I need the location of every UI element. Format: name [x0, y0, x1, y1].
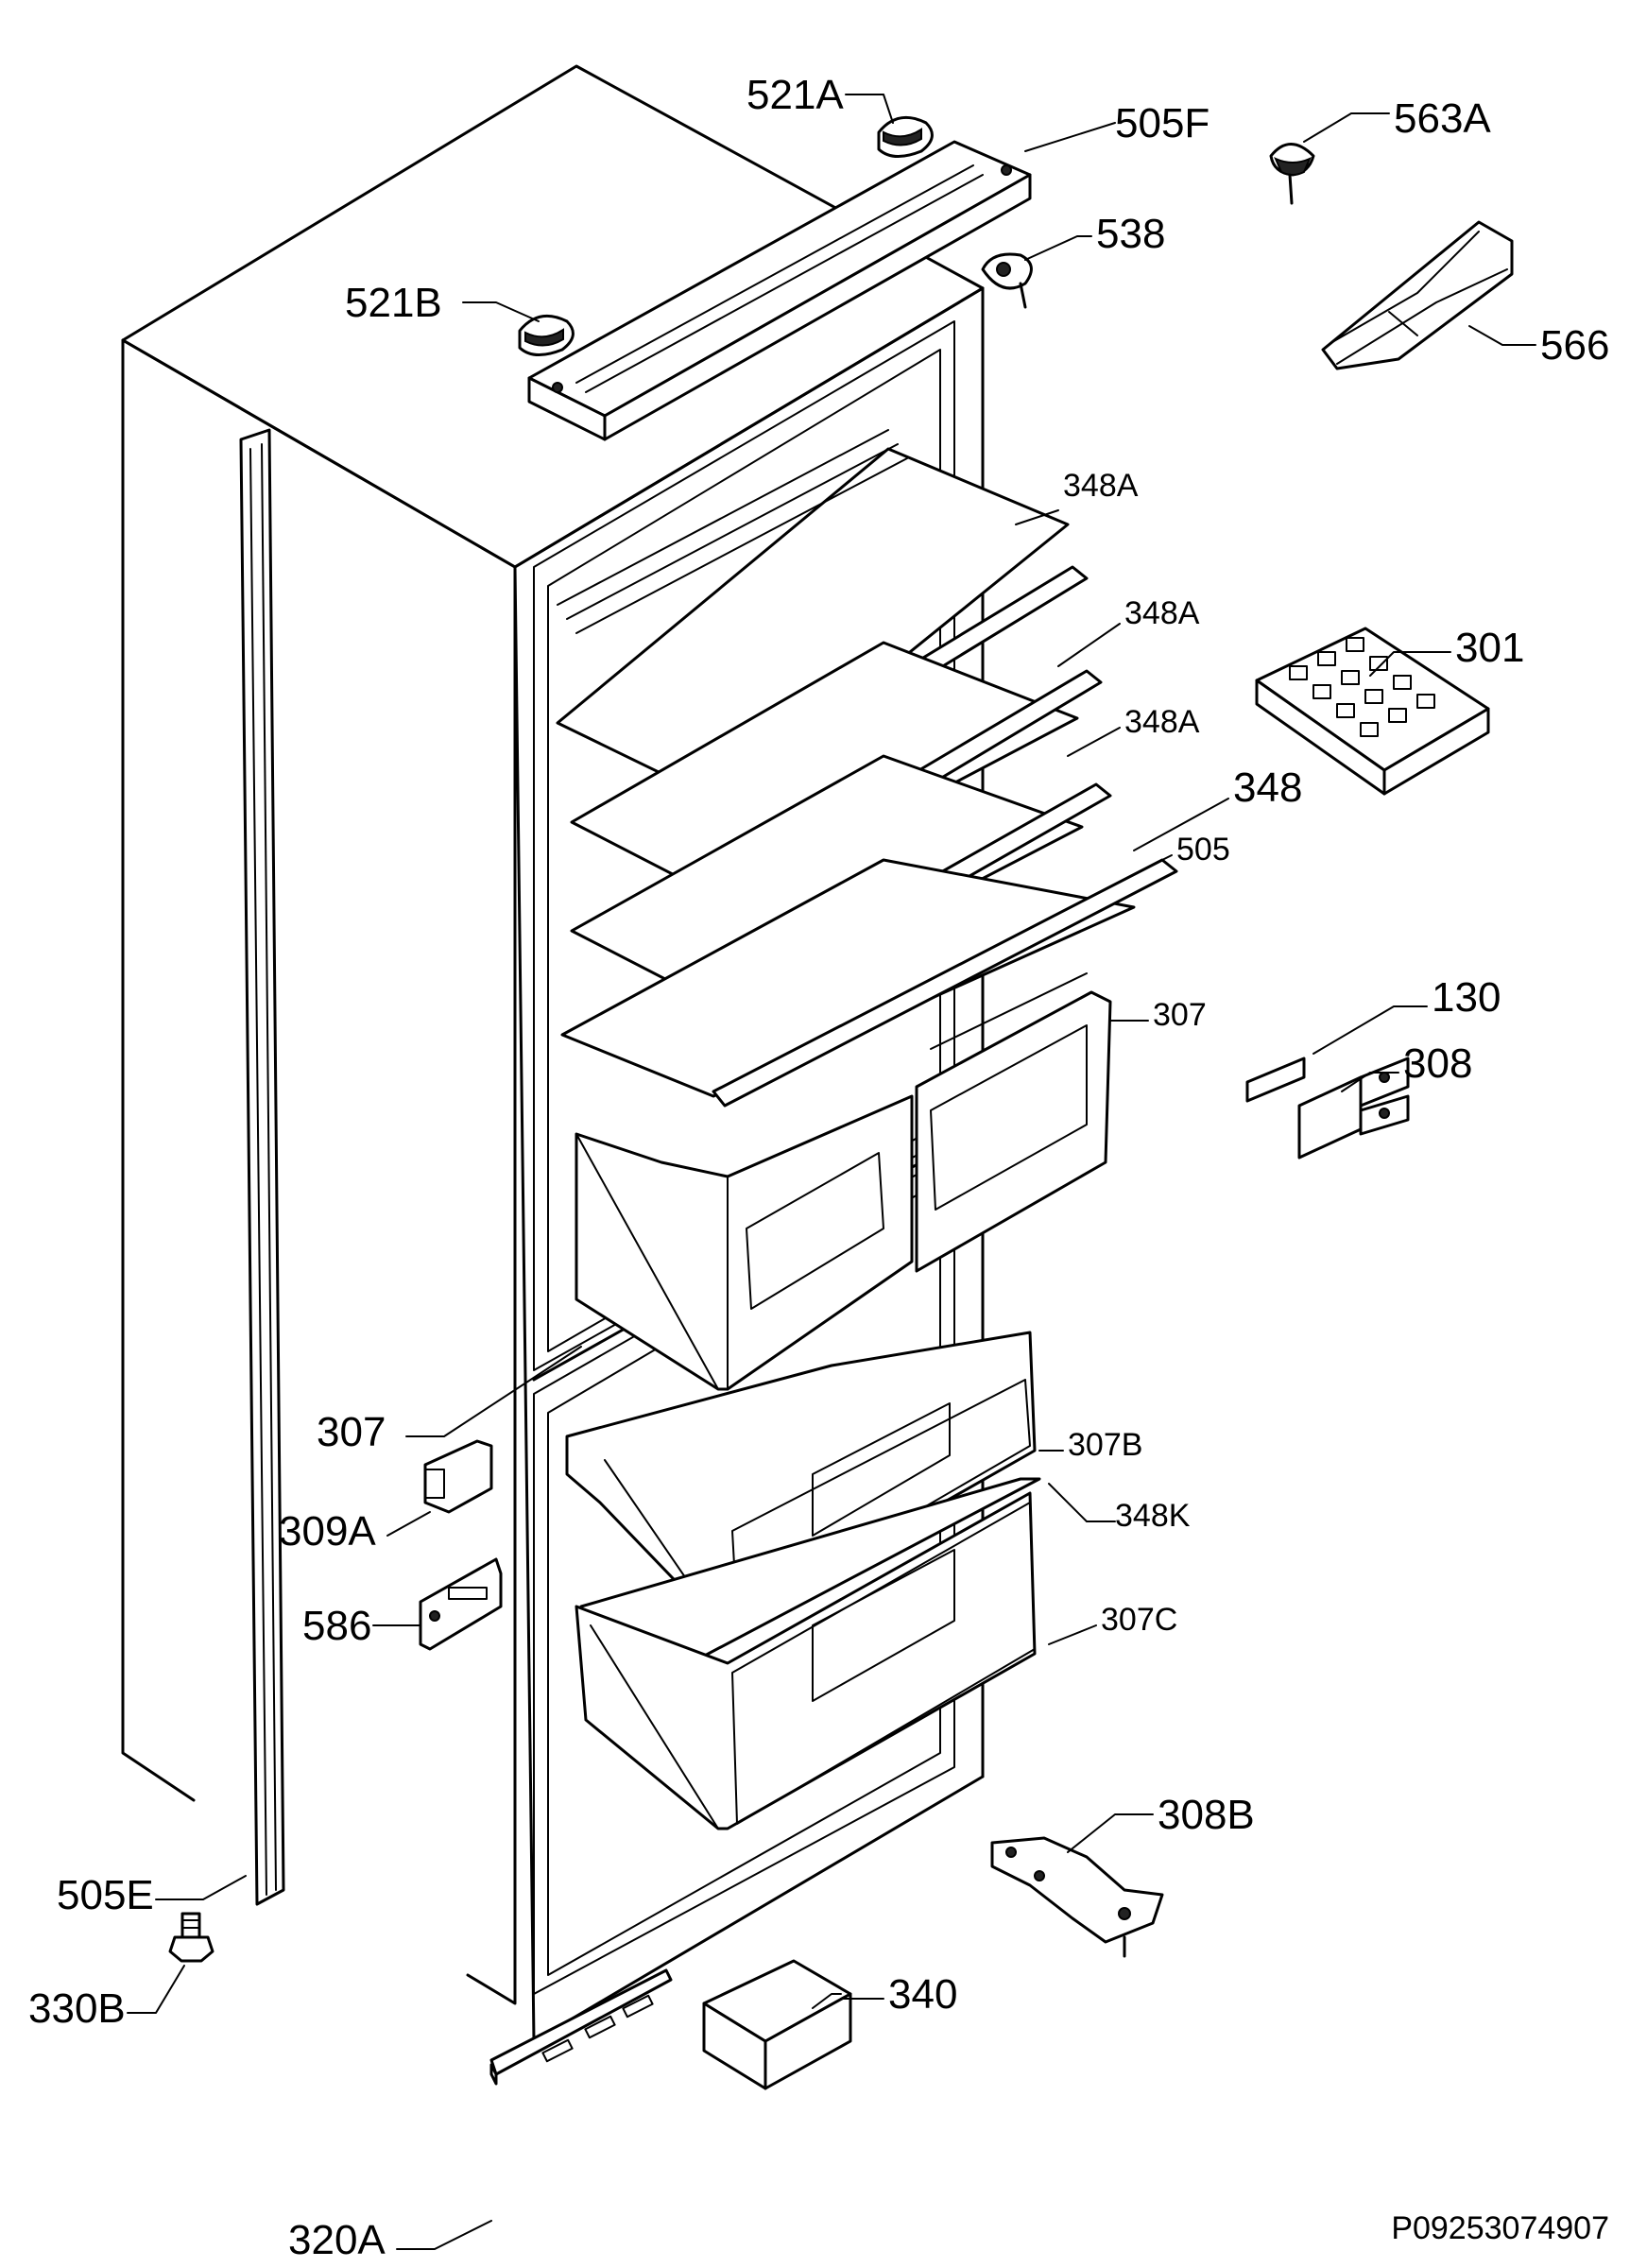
handle-bracket-566 — [1321, 220, 1514, 370]
hinge-pin-538 — [981, 252, 1033, 309]
leader-lines — [127, 94, 1536, 2250]
screw-563a — [1269, 143, 1315, 205]
label-538: 538 — [1096, 211, 1165, 257]
spacer-130 — [1245, 1057, 1306, 1103]
label-301: 301 — [1455, 625, 1524, 671]
drawing-code: P09253074907 — [1391, 2210, 1609, 2246]
upper-drawer-left — [575, 1094, 914, 1391]
label-308b: 308B — [1158, 1792, 1255, 1838]
label-521b: 521B — [345, 280, 442, 326]
label-505e: 505E — [57, 1872, 154, 1918]
label-348a-3: 348A — [1124, 704, 1200, 740]
label-340: 340 — [888, 1971, 957, 2018]
label-330b: 330B — [28, 1985, 126, 2032]
door-bracket-309a — [423, 1439, 493, 1514]
door-gasket-strip — [239, 428, 285, 1906]
label-130: 130 — [1432, 974, 1501, 1021]
label-348: 348 — [1233, 765, 1302, 811]
ice-tray — [1255, 627, 1490, 796]
part-labels: 521A 505F 563A 538 521B 566 348A 348A 34… — [28, 72, 1609, 2263]
label-307b: 307B — [1068, 1427, 1142, 1463]
ice-cube-cells — [1289, 637, 1435, 737]
label-563a: 563A — [1394, 95, 1491, 142]
label-586: 586 — [302, 1603, 371, 1649]
label-521a: 521A — [746, 72, 844, 118]
label-348a-2: 348A — [1124, 595, 1200, 631]
label-348k: 348K — [1115, 1498, 1191, 1534]
label-505: 505 — [1176, 832, 1230, 868]
top-hinge-rail — [527, 140, 1032, 441]
label-566: 566 — [1540, 322, 1609, 369]
hinge-cap-521b — [518, 314, 575, 356]
label-307c: 307C — [1101, 1602, 1177, 1638]
adjustable-foot-330b — [168, 1912, 214, 1963]
label-348a-1: 348A — [1063, 468, 1139, 504]
glass-shelf-4 — [560, 858, 1178, 1108]
accessory-box-340 — [702, 1959, 852, 2090]
label-309a: 309A — [279, 1508, 376, 1555]
hinge-308 — [1297, 1057, 1410, 1160]
label-320a: 320A — [288, 2217, 386, 2263]
hinge-cap-521a — [877, 115, 934, 158]
upper-drawer-right — [915, 972, 1112, 1273]
ventilation-grille-320a — [489, 1968, 673, 2086]
lower-drawer-307c — [575, 1491, 1037, 1830]
bottom-hinge-308b — [990, 1836, 1164, 1958]
door-stop-586 — [419, 1557, 503, 1651]
label-307-top: 307 — [1153, 997, 1207, 1033]
label-308: 308 — [1403, 1040, 1472, 1087]
label-505f: 505F — [1115, 100, 1210, 146]
label-307-left: 307 — [317, 1409, 386, 1455]
